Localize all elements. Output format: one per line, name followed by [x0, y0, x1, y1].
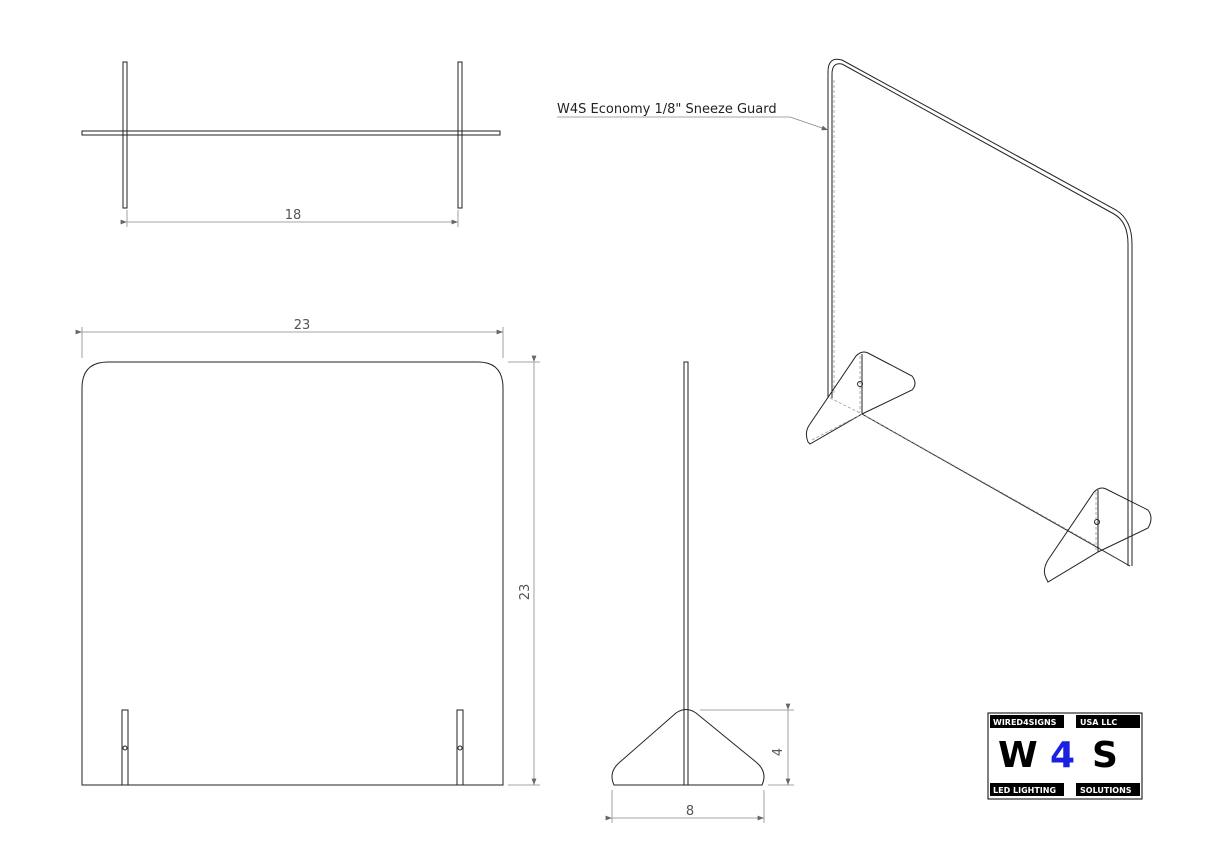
logo-w: W	[998, 735, 1038, 776]
part-label: W4S Economy 1/8" Sneeze Guard	[557, 102, 777, 117]
dim-top-width: 18	[285, 208, 302, 223]
logo-bottom-right: SOLUTIONS	[1080, 786, 1132, 795]
side-view: 4 8	[605, 361, 794, 823]
front-view: 23 23	[75, 318, 540, 786]
top-view: 18	[81, 61, 501, 227]
w4s-logo: WIRED4SIGNS USA LLC W 4 S LED LIGHTING S…	[987, 712, 1143, 800]
logo-top-left: WIRED4SIGNS	[993, 718, 1057, 727]
dim-front-height: 23	[518, 584, 533, 601]
logo-bottom-left: LED LIGHTING	[993, 786, 1056, 795]
dim-front-width: 23	[294, 318, 311, 333]
logo-top-right: USA LLC	[1080, 718, 1117, 727]
logo-s: S	[1092, 735, 1118, 776]
dim-foot-height: 4	[771, 748, 786, 756]
isometric-view: W4S Economy 1/8" Sneeze Guard	[557, 58, 1152, 583]
dim-foot-length: 8	[686, 804, 694, 819]
logo-4: 4	[1050, 735, 1075, 776]
